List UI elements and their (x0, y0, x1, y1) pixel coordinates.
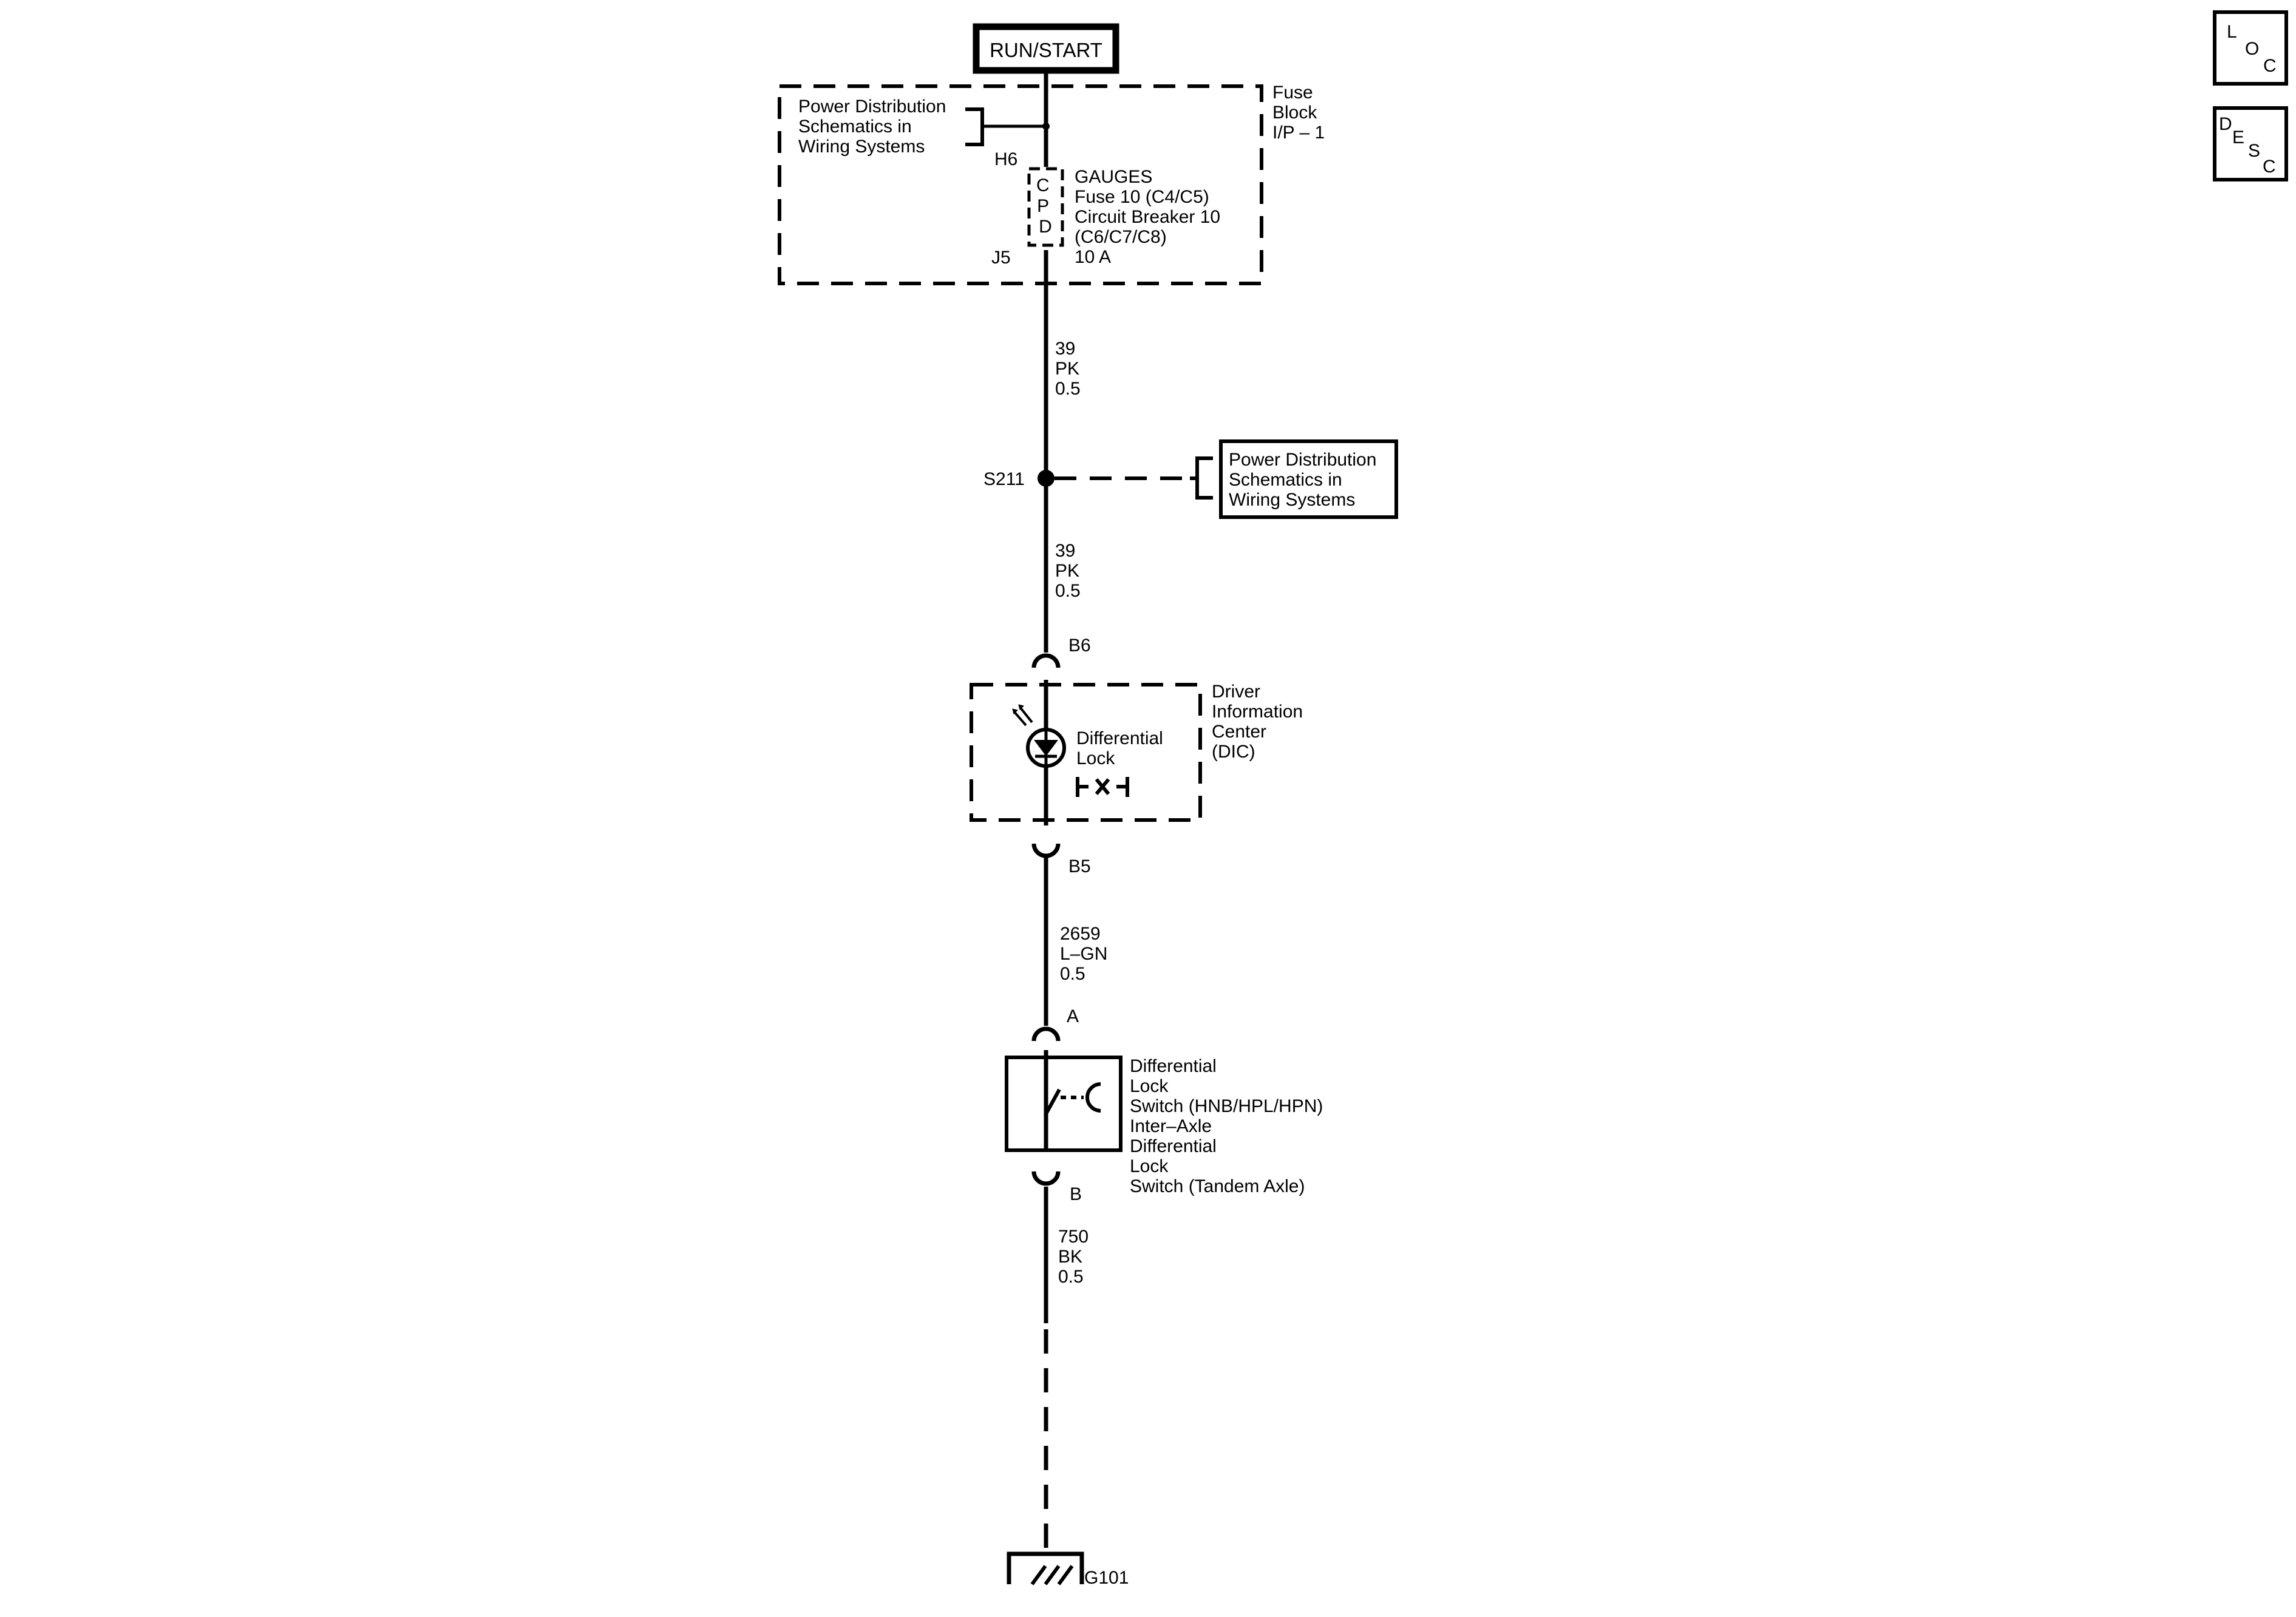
dic: B6 Driver Information Center (DIC) Diffe… (970, 636, 1308, 876)
switch-contact-icon (1044, 1057, 1101, 1150)
connector-b5-icon (1031, 843, 1061, 858)
switch-name: Differential Lock Switch (HNB/HPL/HPN) I… (1130, 1056, 1328, 1196)
fuse-block-name: Fuse Block I/P – 1 (1272, 83, 1325, 143)
fuse-description: GAUGES Fuse 10 (C4/C5) Circuit Breaker 1… (1075, 167, 1225, 267)
dic-pin-in: B6 (1068, 636, 1091, 656)
power-source: RUN/START (973, 23, 1119, 74)
cpd-fuse-icon: C P D (1027, 167, 1064, 247)
differential-lock-symbol-icon (1076, 777, 1129, 797)
power-source-label: RUN/START (990, 39, 1102, 61)
led-lamp-icon (1012, 704, 1066, 768)
connector-a-icon (1031, 1026, 1061, 1042)
differential-lock-switch: A Differential Lock Switch (HNB/HPL/HPN)… (1005, 1006, 1328, 1204)
switch-pin-in: A (1067, 1006, 1079, 1026)
dic-pin-out: B5 (1068, 856, 1091, 876)
desc-button[interactable]: D E S C (2213, 106, 2288, 181)
svg-text:L O C: L O C (2227, 22, 2277, 76)
splice-name: S211 (983, 469, 1025, 489)
svg-text:C P D: C P D (1036, 175, 1055, 237)
wire-1-label: 39 PK 0.5 (1055, 339, 1084, 399)
dic-lamp-label: Differential Lock (1076, 728, 1168, 768)
connector-b-icon (1031, 1171, 1061, 1186)
switch-pin-out: B (1070, 1184, 1082, 1204)
loc-button[interactable]: L O C (2213, 10, 2288, 86)
ground-name: G101 (1084, 1568, 1129, 1588)
ground-icon (1007, 1551, 1084, 1585)
dic-name: Driver Information Center (DIC) (1212, 682, 1308, 762)
wire-2-label: 39 PK 0.5 (1055, 541, 1084, 601)
splice-ref-note: Power Distribution Schematics in Wiring … (1229, 450, 1382, 510)
svg-text:Power Distribution Sch: Power Distribution Schematics in Wiring … (798, 97, 951, 157)
fuse-pin-out: J5 (991, 248, 1011, 268)
connector-b6-icon (1031, 653, 1061, 668)
fuse-block-ref-note: Power Distribution Schematics in Wiring … (798, 97, 1050, 157)
fuse-block: Fuse Block I/P – 1 Power Distribution Sc… (778, 83, 1325, 285)
wire-4-label: 750 BK 0.5 (1058, 1227, 1093, 1287)
wire-3-label: 2659 L–GN 0.5 (1060, 924, 1113, 984)
splice: S211 Power Distribution Schematics in Wi… (983, 439, 1398, 519)
fuse-pin-in: H6 (994, 149, 1017, 169)
ground: G101 (1007, 1551, 1129, 1588)
splice-dot (1038, 470, 1055, 487)
svg-text:D E S C: D E S C (2219, 114, 2276, 177)
splice-ref-box (1219, 439, 1398, 519)
